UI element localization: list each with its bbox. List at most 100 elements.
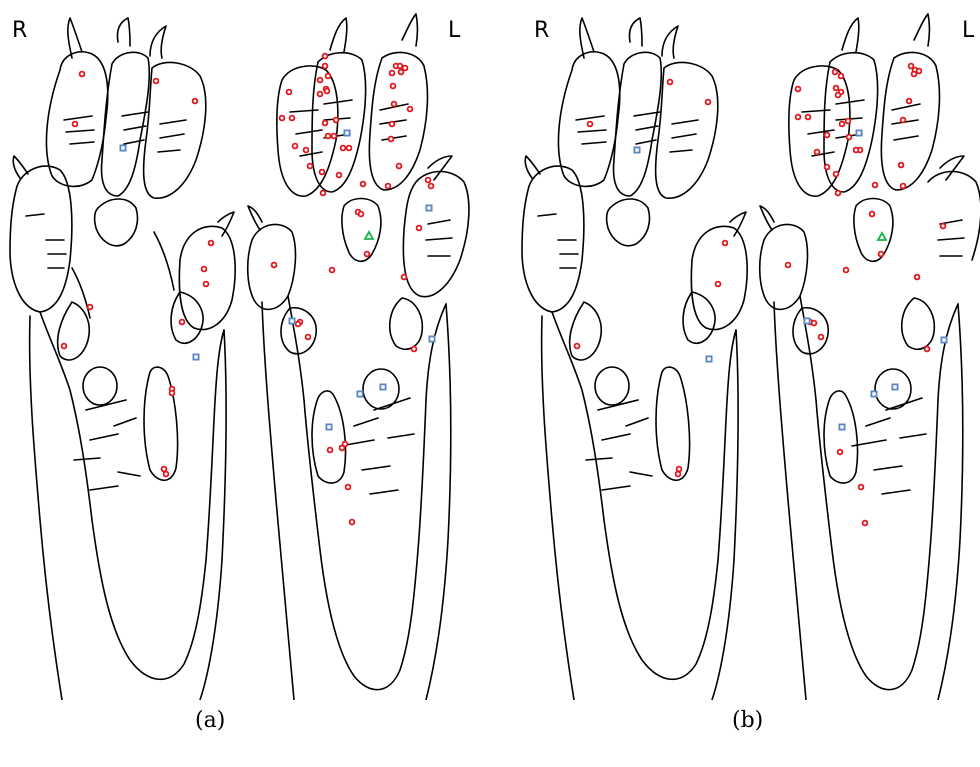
circle-marker xyxy=(304,148,309,153)
circle-marker xyxy=(588,122,593,127)
circle-marker xyxy=(825,133,830,138)
circle-marker xyxy=(328,448,333,453)
circle-marker xyxy=(296,322,301,327)
circle-marker xyxy=(408,107,413,112)
circle-marker xyxy=(838,450,843,455)
circle-marker xyxy=(390,71,395,76)
square-marker xyxy=(871,391,876,396)
circle-marker xyxy=(202,267,207,272)
circle-marker xyxy=(402,275,407,280)
circle-marker xyxy=(193,99,198,104)
triangle-marker xyxy=(878,233,886,240)
circle-marker xyxy=(154,79,159,84)
circle-marker xyxy=(323,64,328,69)
square-marker xyxy=(380,384,385,389)
circle-marker xyxy=(786,263,791,268)
circle-marker xyxy=(836,191,841,196)
circle-marker xyxy=(716,282,721,287)
circle-marker xyxy=(901,118,906,123)
circle-marker xyxy=(334,118,339,123)
circle-marker xyxy=(846,119,851,124)
circle-marker xyxy=(204,282,209,287)
circle-marker xyxy=(365,252,370,257)
square-marker xyxy=(357,391,362,396)
circle-marker xyxy=(925,347,930,352)
circle-marker xyxy=(412,347,417,352)
circle-marker xyxy=(819,335,824,340)
circle-marker xyxy=(676,472,681,477)
circle-marker xyxy=(350,520,355,525)
circle-marker xyxy=(391,84,396,89)
circle-marker xyxy=(326,74,331,79)
circle-marker xyxy=(337,173,342,178)
circle-marker xyxy=(323,54,328,59)
markers-b xyxy=(575,64,947,526)
circle-marker xyxy=(706,100,711,105)
circle-marker xyxy=(901,184,906,189)
circle-marker xyxy=(359,212,364,217)
circle-marker xyxy=(397,164,402,169)
circle-marker xyxy=(392,102,397,107)
circle-marker xyxy=(907,99,912,104)
circle-marker xyxy=(293,144,298,149)
left-foot-outline xyxy=(760,14,980,700)
circle-marker xyxy=(341,146,346,151)
circle-marker xyxy=(209,241,214,246)
circle-marker xyxy=(806,115,811,120)
circle-marker xyxy=(306,335,311,340)
right-foot-outline xyxy=(522,18,747,700)
square-marker xyxy=(804,318,809,323)
circle-marker xyxy=(346,485,351,490)
circle-marker xyxy=(170,391,175,396)
triangle-marker xyxy=(365,232,373,239)
square-marker xyxy=(326,424,331,429)
circle-marker xyxy=(812,321,817,326)
circle-marker xyxy=(859,485,864,490)
square-marker xyxy=(634,147,639,152)
square-marker xyxy=(892,384,897,389)
circle-marker xyxy=(162,467,167,472)
circle-marker xyxy=(879,252,884,257)
circle-marker xyxy=(836,93,841,98)
panel-a: R L xyxy=(0,0,480,767)
circle-marker xyxy=(834,172,839,177)
circle-marker xyxy=(287,90,292,95)
circle-marker xyxy=(863,521,868,526)
circle-marker xyxy=(825,165,830,170)
circle-marker xyxy=(723,241,728,246)
circle-marker xyxy=(321,191,326,196)
circle-marker xyxy=(318,92,323,97)
circle-marker xyxy=(840,122,845,127)
square-marker xyxy=(856,130,861,135)
circle-marker xyxy=(677,467,682,472)
paw-diagram-b xyxy=(520,0,980,700)
circle-marker xyxy=(398,64,403,69)
circle-marker xyxy=(164,472,169,477)
circle-marker xyxy=(62,344,67,349)
circle-marker xyxy=(323,121,328,126)
circle-marker xyxy=(941,224,946,229)
circle-marker xyxy=(912,72,917,77)
circle-marker xyxy=(873,183,878,188)
circle-marker xyxy=(839,74,844,79)
circle-marker xyxy=(917,69,922,74)
circle-marker xyxy=(73,122,78,127)
circle-marker xyxy=(332,134,337,139)
circle-marker xyxy=(80,72,85,77)
panel-b: R L xyxy=(520,0,980,767)
circle-marker xyxy=(272,263,277,268)
square-marker xyxy=(193,354,198,359)
markers-a xyxy=(62,54,435,525)
square-marker xyxy=(344,130,349,135)
square-marker xyxy=(120,145,125,150)
square-marker xyxy=(706,356,711,361)
paw-diagram-a xyxy=(0,0,480,700)
circle-marker xyxy=(340,446,345,451)
circle-marker xyxy=(815,150,820,155)
circle-marker xyxy=(325,89,330,94)
circle-marker xyxy=(308,164,313,169)
square-marker xyxy=(426,205,431,210)
circle-marker xyxy=(361,182,366,187)
circle-marker xyxy=(347,146,352,151)
circle-marker xyxy=(668,80,673,85)
